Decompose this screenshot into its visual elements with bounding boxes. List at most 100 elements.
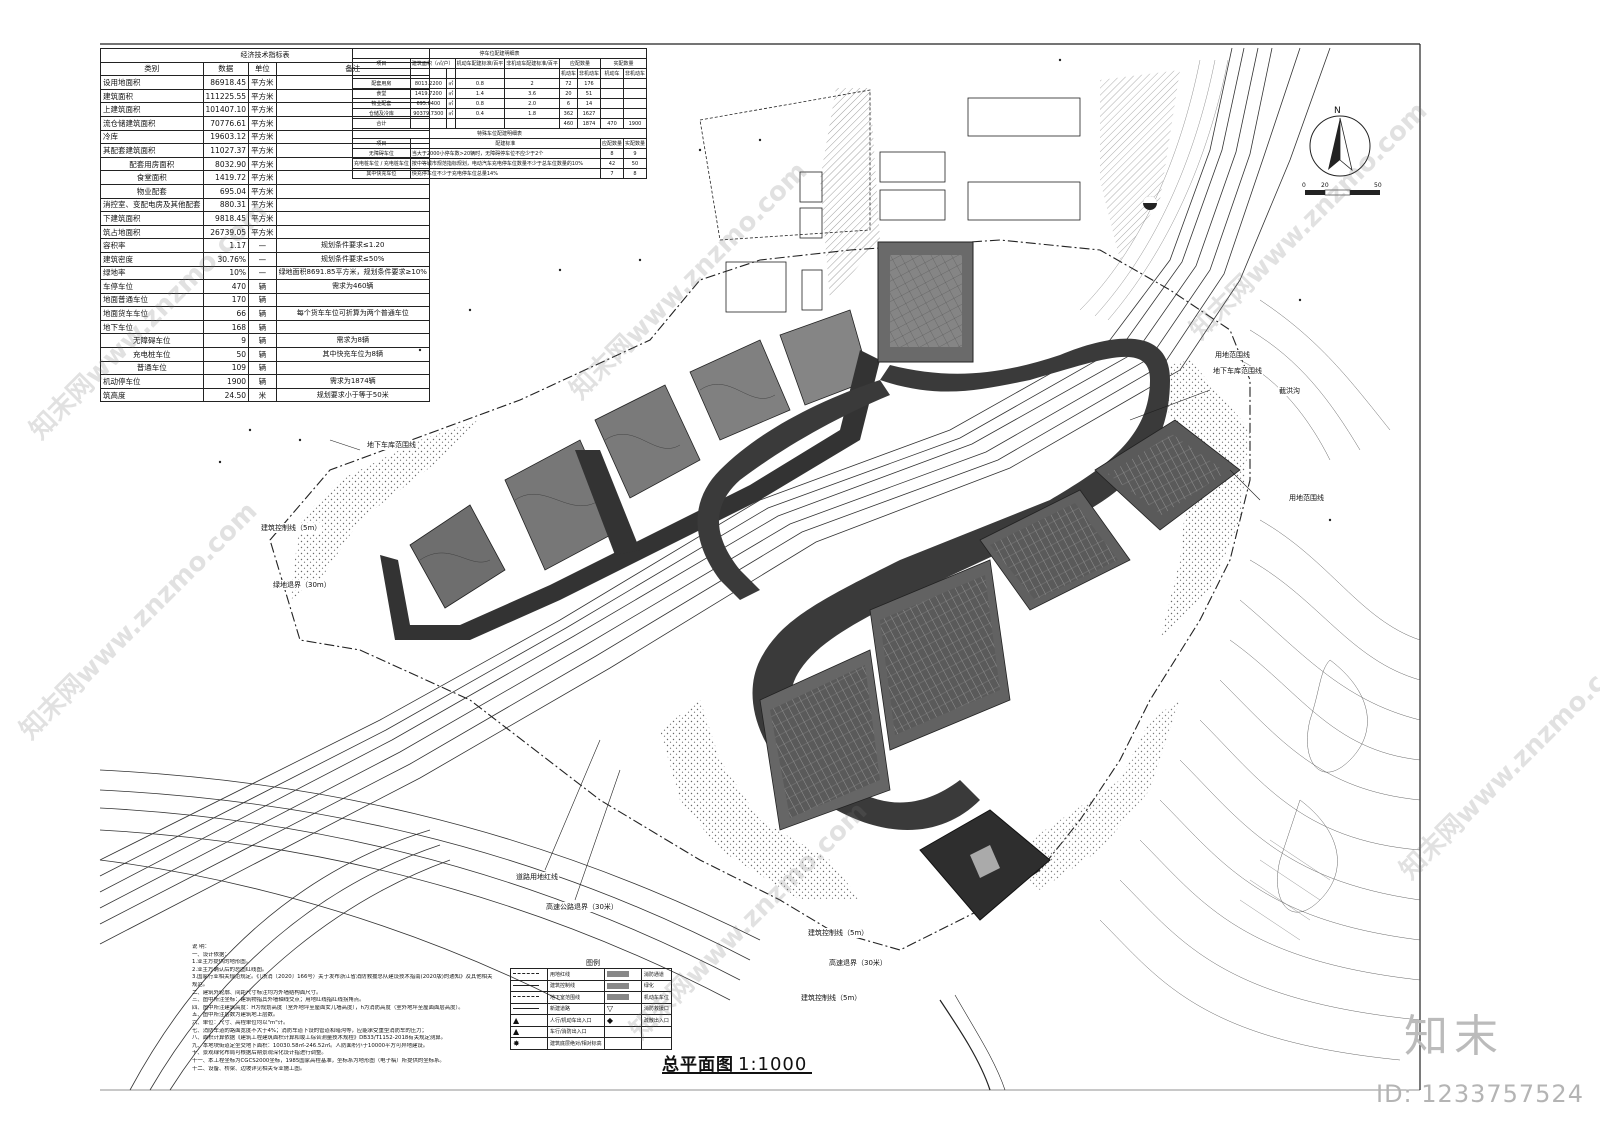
legend-label: 消防通道 — [640, 968, 673, 981]
park-cell: 1.8 — [504, 108, 560, 119]
econ-cell-category: 下建筑面积 — [100, 211, 204, 226]
annotation-basement-line-right: 地下车库范围线 — [1212, 366, 1263, 376]
park-cell: 2.0 — [504, 98, 560, 109]
park-cell: ㎡ — [445, 78, 456, 89]
park-special-header-cell: 实配数量 — [622, 138, 648, 149]
notes-line: 四、图中所注建筑高度：H为规划高度（室外地坪至屋面女儿墙高度），h为消防高度（室… — [192, 1004, 464, 1011]
econ-cell-unit: 平方米 — [248, 143, 277, 158]
park-cell: ㎡ — [445, 108, 456, 119]
scale-bar-label-0: 0 — [1302, 182, 1306, 189]
annotation-site-range: 用地范围线 — [1288, 493, 1325, 503]
park-table-title: 停车位配建明细表 — [352, 48, 647, 59]
legend-symbol: ▲ — [510, 1014, 548, 1027]
park-special-cell: 9 — [622, 148, 648, 159]
econ-cell-category: 筑占地面积 — [100, 224, 204, 240]
park-cell — [622, 108, 648, 119]
park-cell: 1419.7200 — [409, 88, 447, 99]
notes-line: 八、面积计算依据《建筑工程建筑面积计算和竣工综合测量技术规程》DB33/T115… — [192, 1035, 447, 1042]
econ-cell-value: 8032.90 — [202, 156, 250, 172]
park-special-cell: 无障碍车位 — [352, 148, 411, 159]
park-special-header-cell: 项目 — [352, 138, 411, 149]
park-special-cell: 8 — [599, 148, 624, 159]
notes-heading: 说 明： — [192, 944, 210, 950]
park-cell — [599, 98, 624, 109]
park-special-cell: 快充停车位不少于充电停车位总量14% — [409, 168, 601, 179]
econ-cell-note — [275, 360, 430, 376]
econ-cell-category: 食堂面积 — [100, 170, 204, 185]
park-cell: 食堂 — [352, 88, 411, 99]
econ-cell-note: 规划要求小于等于50米 — [275, 387, 430, 403]
legend-label: 消防救援口 — [640, 1002, 673, 1015]
notes-line: 3.国家行业相关规范规定。《（浙消〔2020〕166号）关于发布浙江省消防救援总… — [192, 974, 493, 981]
notes-line: 七、消防车道的路面宽度不大于4%；消防车道下设的管道和暗沟等，应能承受重型消防车… — [192, 1027, 427, 1034]
econ-cell-note: 需求为8辆 — [275, 333, 430, 349]
park-cell: 物业配套 — [352, 98, 411, 109]
econ-cell-note — [275, 224, 430, 240]
econ-cell-unit: 辆 — [248, 333, 277, 349]
econ-cell-note: 每个货车车位可折算为两个普通车位 — [275, 306, 430, 321]
park-cell — [454, 118, 506, 129]
park-special-cell: 7 — [599, 168, 624, 179]
econ-header-cell: 类别 — [100, 61, 204, 77]
park-cell: ㎡ — [445, 88, 456, 99]
park-cell: 6 — [558, 98, 578, 109]
park-special-cell: 当大于2000小停车数>20辆时，无障碍停车位不应少于2个 — [409, 148, 601, 159]
park-special-title-row: 特殊车位配建明细表 — [352, 128, 647, 139]
legend-symbol — [510, 979, 548, 992]
park-subheader-cell: 非机动车 — [576, 68, 601, 79]
park-subheader-cell: 非机动车 — [622, 68, 648, 79]
park-header-cell: 应配数量 — [558, 58, 601, 69]
legend-symbol — [603, 968, 642, 981]
econ-cell-category: 筑高度 — [100, 387, 204, 403]
park-header-cell: 非机动车配建标准/百平 — [504, 58, 560, 69]
park-special-row: 充电桩车位 / 充电桩车位按中等城市规范指标规划，电动汽车充电停车位数量不少于总… — [352, 158, 648, 169]
legend-label: 车行/消防出入口 — [547, 1025, 605, 1038]
econ-cell-unit: 辆 — [248, 360, 277, 376]
notes-line: 二、建筑外轮廓、间距尺寸标注均为外墙结构面尺寸。 — [192, 989, 322, 996]
park-subheader-blank — [445, 68, 456, 79]
park-cell: 20 — [558, 88, 578, 99]
legend-label: 新建道路 — [547, 1002, 605, 1015]
park-cell — [622, 98, 648, 109]
econ-cell-note — [275, 292, 430, 308]
econ-cell-unit: 平方米 — [248, 156, 277, 172]
annotation-drain-ditch: 截洪沟 — [1278, 386, 1301, 396]
notes-line: 1.业主方提供的地形图。 — [192, 959, 252, 966]
econ-cell-unit: 辆 — [248, 306, 277, 321]
legend-row: ▲人行/机动车出入口◆疏散出入口 — [510, 1014, 673, 1027]
legend-label: 地下室范围线 — [547, 991, 605, 1004]
legend-label: 人行/机动车出入口 — [547, 1014, 605, 1027]
econ-cell-value: 66 — [202, 306, 250, 321]
econ-cell-note — [275, 319, 430, 335]
econ-cell-note — [275, 211, 430, 226]
econ-header-row: 类别数据单位备注 — [100, 61, 430, 77]
park-cell: 470 — [599, 118, 624, 129]
park-cell: 72 — [558, 78, 578, 89]
park-cell — [445, 118, 456, 129]
econ-cell-category: 设用地面积 — [100, 75, 204, 90]
notes-line: 十二、设备、桥梁、边坡详见相关专业施工图。 — [192, 1065, 306, 1072]
park-subheader-blank — [352, 68, 411, 79]
econ-cell-note: 规划条件要求≤50% — [275, 251, 430, 267]
econ-cell-value: 168 — [202, 319, 250, 335]
econ-cell-category: 冷库 — [100, 129, 204, 145]
econ-cell-unit: — — [248, 251, 277, 267]
econ-cell-value: 170 — [202, 292, 250, 308]
legend-symbol — [510, 968, 548, 981]
econ-cell-value: 1.17 — [202, 238, 250, 253]
econ-cell-value: 19603.12 — [202, 129, 250, 145]
scale-bar-label-20: 20 — [1321, 182, 1329, 189]
park-cell — [622, 88, 648, 99]
econ-cell-unit: 辆 — [248, 347, 277, 362]
annotation-build-control-bottom: 建筑控制线（5m） — [800, 993, 863, 1003]
